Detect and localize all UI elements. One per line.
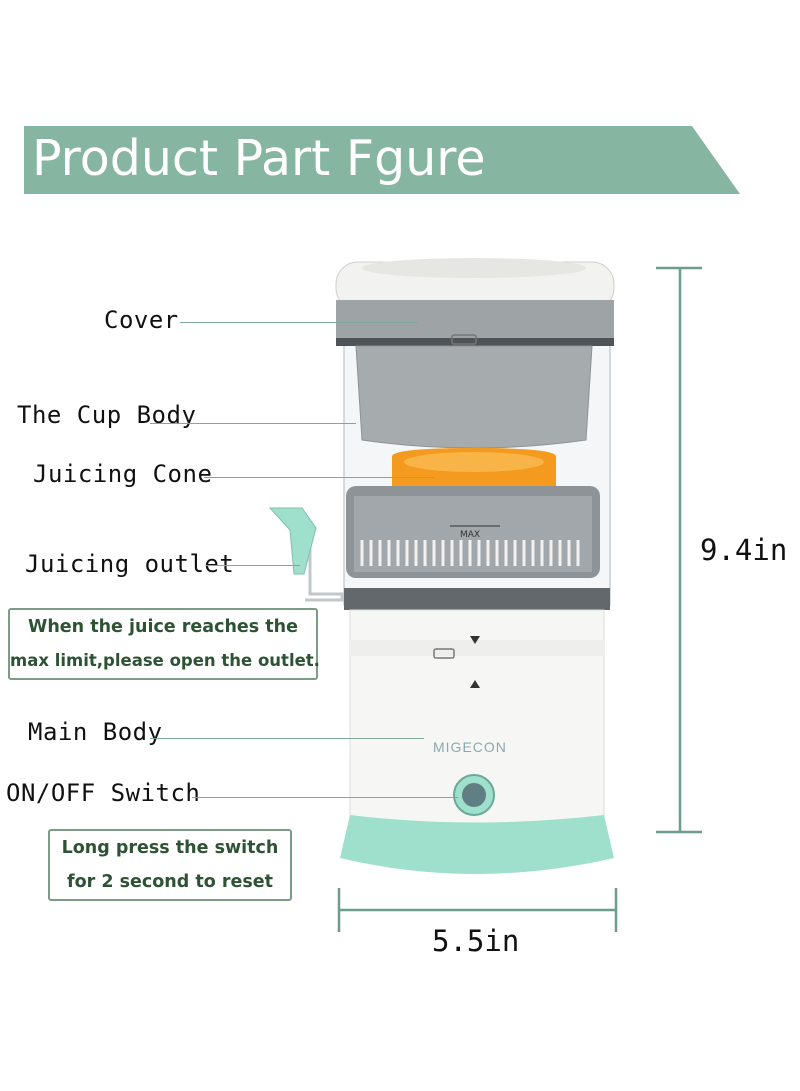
outlet-note-line1: When the juice reaches the (28, 617, 298, 637)
leader-switch (192, 797, 458, 798)
outlet-note: When the juice reaches the max limit,ple… (8, 608, 320, 680)
banner-shape (24, 126, 740, 194)
arrow-up-icon (470, 680, 480, 688)
leader-juicing-cone (204, 477, 434, 478)
reset-note: Long press the switch for 2 second to re… (48, 829, 292, 901)
base-shape (340, 815, 614, 874)
width-dimension (337, 888, 618, 932)
height-dimension (656, 266, 702, 834)
title-banner: Product Part Fgure (24, 126, 740, 196)
max-mark: MAX (460, 530, 480, 540)
cover-lock-icon (451, 334, 477, 345)
arrow-down-icon (470, 636, 480, 644)
lock-icon (433, 648, 455, 659)
label-cover: Cover (104, 306, 179, 334)
page-title: Product Part Fgure (32, 130, 486, 187)
juicing-outlet-shape (268, 507, 317, 575)
outlet-note-line2: max limit,please open the outlet. (10, 651, 320, 670)
outlet-tube-shape (305, 530, 344, 602)
cover-ring-shape (336, 338, 614, 346)
leader-cover (180, 322, 418, 323)
cover-handle-shape (362, 258, 586, 278)
strainer-cup-shape (355, 345, 593, 449)
label-juicing-cone: Juicing Cone (33, 460, 213, 488)
label-main-body: Main Body (28, 718, 163, 746)
reset-note-line2: for 2 second to reset (66, 872, 274, 892)
width-value: 5.5in (432, 924, 520, 958)
brand-logo: MIGECON (433, 739, 507, 755)
leader-juicing-outlet (206, 565, 300, 566)
leader-main-body (150, 738, 424, 739)
reset-note-line1: Long press the switch (61, 838, 279, 858)
leader-cup-body (150, 423, 356, 424)
height-value: 9.4in (700, 533, 788, 567)
label-cup-body: The Cup Body (17, 401, 197, 429)
label-switch: ON/OFF Switch (6, 779, 201, 807)
cup-base-ring (344, 588, 610, 610)
label-juicing-outlet: Juicing outlet (25, 550, 235, 578)
